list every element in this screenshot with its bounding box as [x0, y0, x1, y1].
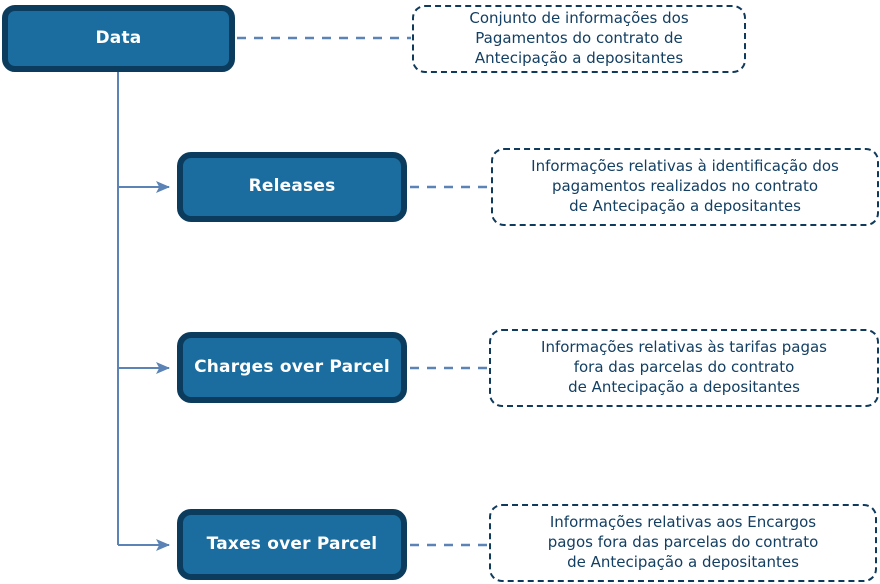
- node-data-label: Data: [95, 27, 142, 48]
- annotation-taxes-over-parcel-text: Informações relativas aos Encargos pagos…: [547, 513, 819, 571]
- annotation-taxes-over-parcel: Informações relativas aos Encargos pagos…: [489, 504, 877, 582]
- node-taxes-over-parcel[interactable]: Taxes over Parcel: [177, 509, 407, 580]
- node-releases[interactable]: Releases: [177, 152, 407, 222]
- annotation-charges-over-parcel: Informações relativas às tarifas pagas f…: [489, 329, 879, 407]
- node-charges-over-parcel[interactable]: Charges over Parcel: [177, 332, 407, 403]
- annotation-data: Conjunto de informações dos Pagamentos d…: [412, 5, 746, 73]
- node-data[interactable]: Data: [2, 5, 235, 72]
- node-taxes-over-parcel-label: Taxes over Parcel: [206, 533, 378, 554]
- annotation-releases: Informações relativas à identificação do…: [491, 148, 879, 226]
- annotation-charges-over-parcel-text: Informações relativas às tarifas pagas f…: [541, 338, 827, 396]
- node-charges-over-parcel-label: Charges over Parcel: [194, 356, 390, 377]
- annotation-releases-text: Informações relativas à identificação do…: [531, 157, 839, 215]
- node-releases-label: Releases: [248, 176, 336, 197]
- annotation-data-text: Conjunto de informações dos Pagamentos d…: [469, 9, 689, 67]
